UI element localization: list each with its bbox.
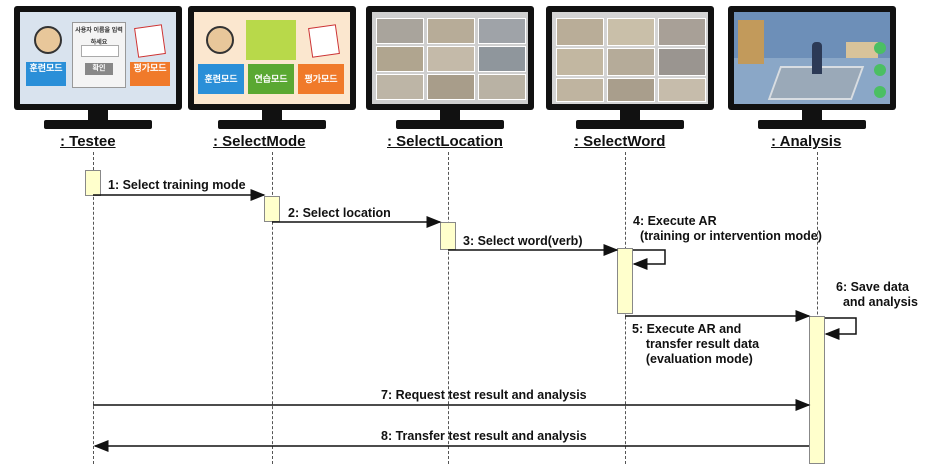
- mode-tile-left-label: 훈련모드: [29, 63, 63, 73]
- message-label-6: 6: Save data and analysis: [836, 280, 918, 309]
- avatar-icon: [34, 26, 62, 54]
- word-thumb[interactable]: [658, 18, 706, 46]
- monitor-base: [758, 120, 866, 129]
- selectlocation-screen: [372, 12, 528, 104]
- confirm-button[interactable]: 확인: [85, 63, 113, 75]
- actor-label-selectlocation: : SelectLocation: [387, 133, 503, 150]
- location-thumb[interactable]: [478, 46, 526, 72]
- monitor-base: [44, 120, 152, 129]
- word-thumb[interactable]: [658, 78, 706, 102]
- avatar-icon: [206, 26, 234, 54]
- arrow-msg-6-self: [824, 317, 857, 340]
- practice-panel: [246, 20, 296, 60]
- actor-label-analysis: : Analysis: [771, 133, 842, 150]
- analysis-screen: [734, 12, 890, 104]
- selectmode-screen: 훈련모드 연습모드 평가모드: [194, 12, 350, 104]
- activation-selectword: [617, 248, 633, 314]
- location-thumb[interactable]: [427, 18, 475, 44]
- mode-tile-evaluation[interactable]: 평가모드: [298, 64, 344, 94]
- location-thumb[interactable]: [427, 46, 475, 72]
- mode-tile-training-label: 훈련모드: [204, 74, 238, 84]
- name-input[interactable]: [81, 45, 119, 57]
- monitor-base: [576, 120, 684, 129]
- activation-analysis: [809, 316, 825, 464]
- sofa: [846, 42, 878, 58]
- actor-label-selectmode: : SelectMode: [213, 133, 306, 150]
- word-thumb[interactable]: [607, 78, 655, 102]
- location-thumb[interactable]: [376, 18, 424, 44]
- testee-screen: 훈련모드 사용자 이름을 입력하세요 확인 평가모드: [20, 12, 176, 104]
- monitor-neck: [88, 110, 108, 120]
- mode-tile-right: 평가모드: [130, 62, 170, 86]
- location-thumb[interactable]: [376, 74, 424, 100]
- lifeline-analysis: [817, 152, 818, 464]
- mode-tile-right-label: 평가모드: [133, 63, 167, 73]
- location-thumb[interactable]: [478, 18, 526, 44]
- message-label-4: 4: Execute AR (training or intervention …: [633, 214, 822, 243]
- arrow-msg-4-self: [632, 249, 666, 270]
- message-label-1: 1: Select training mode: [108, 178, 246, 192]
- monitor-neck: [440, 110, 460, 120]
- lifeline-selectmode: [272, 152, 273, 464]
- message-label-7: 7: Request test result and analysis: [381, 388, 587, 402]
- word-thumb[interactable]: [556, 78, 604, 102]
- word-thumb[interactable]: [556, 48, 604, 76]
- monitor-neck: [802, 110, 822, 120]
- message-label-2: 2: Select location: [288, 206, 391, 220]
- bookshelf: [738, 20, 764, 64]
- word-thumb[interactable]: [556, 18, 604, 46]
- monitor-base: [396, 120, 504, 129]
- name-dialog: 사용자 이름을 입력하세요 확인: [72, 22, 126, 88]
- monitor-neck: [262, 110, 282, 120]
- selectword-screen: [552, 12, 708, 104]
- actor-label-selectword: : SelectWord: [574, 133, 666, 150]
- character-figure: [812, 42, 822, 74]
- menu-icon[interactable]: [874, 42, 886, 54]
- monitor-base: [218, 120, 326, 129]
- message-label-5: 5: Execute AR and transfer result data (…: [632, 322, 760, 366]
- word-thumb[interactable]: [658, 48, 706, 76]
- settings-icon[interactable]: [874, 64, 886, 76]
- message-label-3: 3: Select word(verb): [463, 234, 583, 248]
- mode-tile-left: 훈련모드: [26, 62, 66, 86]
- location-thumb[interactable]: [478, 74, 526, 100]
- mode-tile-practice[interactable]: 연습모드: [248, 64, 294, 94]
- word-thumb[interactable]: [607, 18, 655, 46]
- mode-tile-evaluation-label: 평가모드: [304, 74, 338, 84]
- location-thumb[interactable]: [427, 74, 475, 100]
- mode-tile-practice-label: 연습모드: [254, 74, 288, 84]
- word-thumb[interactable]: [607, 48, 655, 76]
- lifeline-testee: [93, 152, 94, 464]
- monitor-neck: [620, 110, 640, 120]
- message-label-8: 8: Transfer test result and analysis: [381, 429, 587, 443]
- location-thumb[interactable]: [376, 46, 424, 72]
- mode-tile-training[interactable]: 훈련모드: [198, 64, 244, 94]
- name-dialog-title: 사용자 이름을 입력하세요: [75, 28, 123, 46]
- pause-icon[interactable]: [874, 86, 886, 98]
- lifeline-selectlocation: [448, 152, 449, 464]
- actor-label-testee: : Testee: [60, 133, 116, 150]
